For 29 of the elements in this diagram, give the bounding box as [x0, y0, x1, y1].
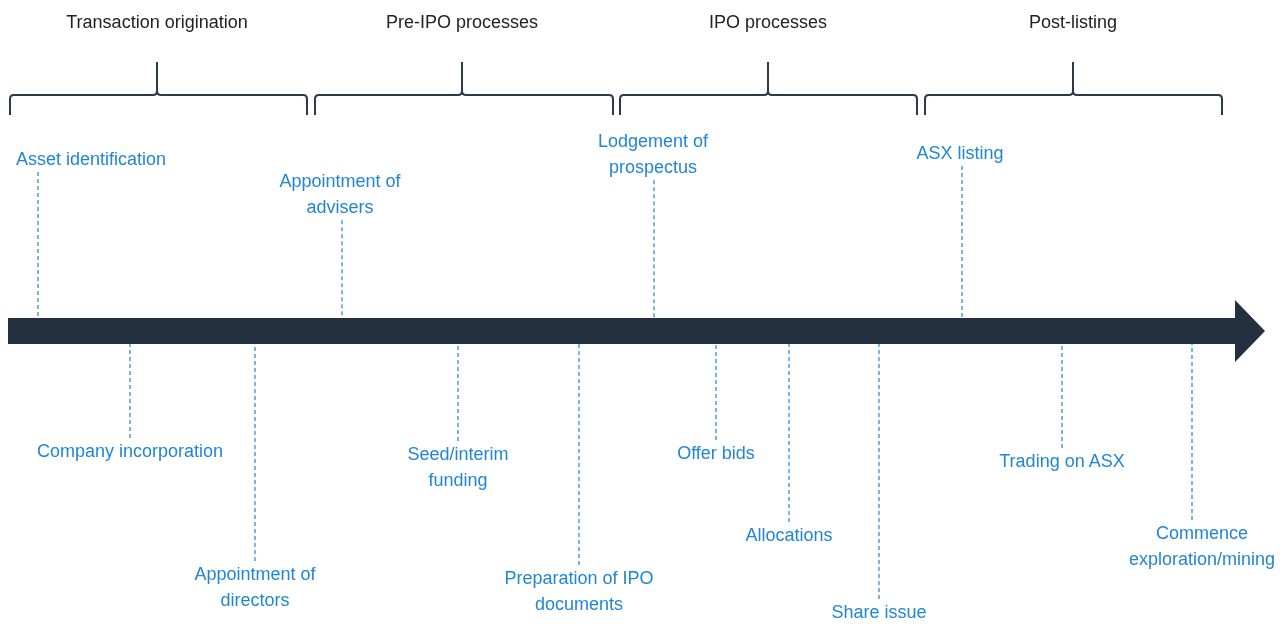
leader-line	[878, 343, 880, 600]
event-label: Share issue	[831, 599, 927, 626]
leader-line	[37, 171, 39, 319]
leader-line	[457, 343, 459, 442]
event-label: ASX listing	[916, 140, 1004, 167]
leader-line	[1061, 343, 1063, 449]
event-label: Preparation of IPO documents	[489, 565, 669, 618]
event-label: Seed/interim funding	[393, 441, 523, 494]
leader-line	[961, 165, 963, 319]
event-label: Appointment of directors	[180, 561, 330, 614]
timeline-arrow	[8, 300, 1265, 362]
event-label: Asset identification	[15, 146, 167, 173]
phase-heading: Post-listing	[1029, 12, 1117, 33]
leader-line	[129, 343, 131, 439]
leader-line	[788, 343, 790, 523]
event-label: Appointment of advisers	[265, 168, 415, 221]
event-label: Trading on ASX	[999, 448, 1125, 475]
event-label: Company incorporation	[36, 438, 224, 465]
event-label: Offer bids	[677, 440, 755, 467]
leader-line	[1191, 343, 1193, 521]
phase-heading: IPO processes	[709, 12, 827, 33]
event-label: Lodgement of prospectus	[578, 128, 728, 181]
leader-line	[578, 343, 580, 566]
phase-heading: Transaction origination	[66, 12, 248, 33]
event-label: Allocations	[745, 522, 833, 549]
event-label: Commence exploration/mining	[1117, 520, 1285, 573]
leader-line	[653, 179, 655, 319]
leader-line	[715, 343, 717, 441]
phase-heading: Pre-IPO processes	[385, 12, 539, 33]
